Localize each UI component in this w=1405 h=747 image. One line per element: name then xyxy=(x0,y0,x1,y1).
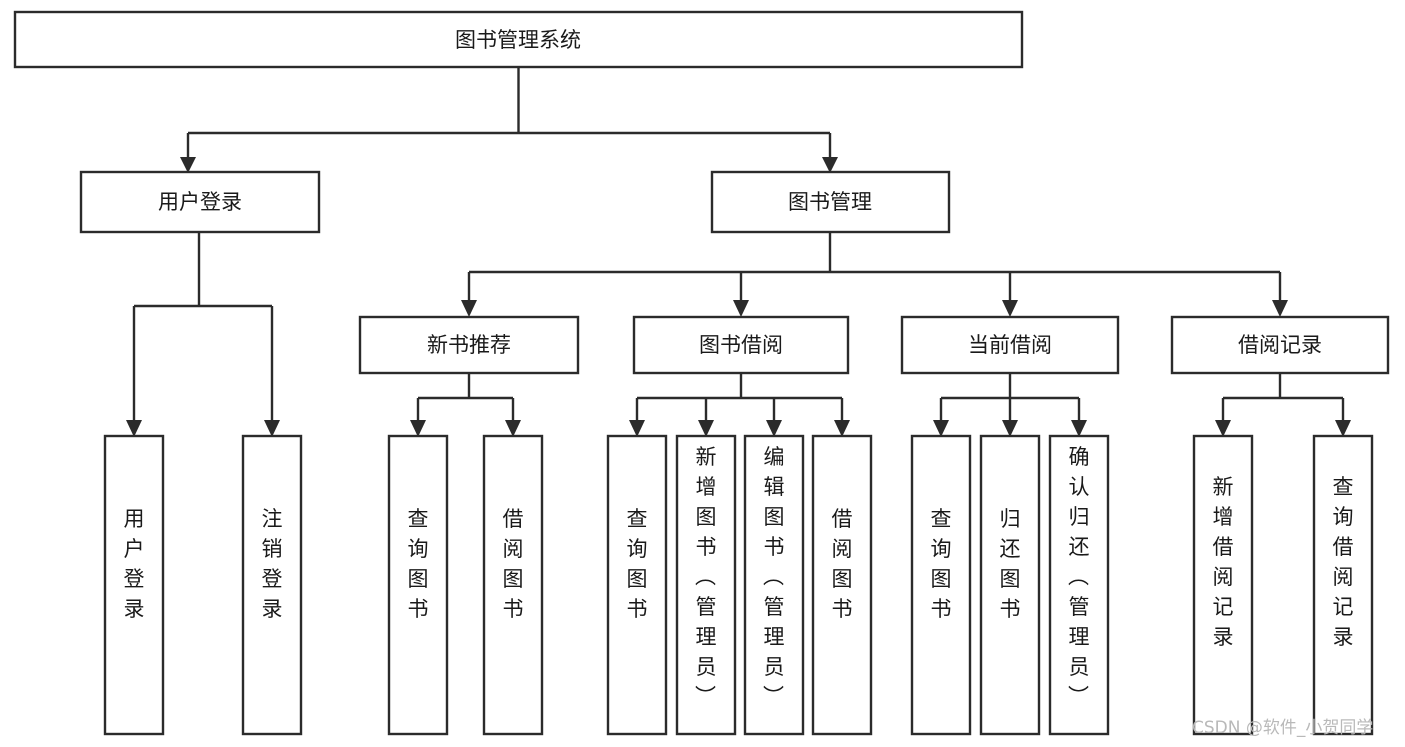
leaf-query-book-1-label: 查询图书 xyxy=(408,507,429,621)
leaf-confirm-return[interactable]: 确认归还（管理员） xyxy=(1048,434,1110,736)
node-book-borrow-box[interactable] xyxy=(632,315,850,375)
node-book-manage[interactable]: 图书管理 xyxy=(710,170,951,234)
leaf-add-record-label: 新增借阅记录 xyxy=(1213,475,1234,649)
leaf-user-login-box[interactable] xyxy=(103,434,165,736)
node-borrow-record[interactable]: 借阅记录 xyxy=(1170,315,1390,375)
node-new-book-recommend-label: 新书推荐 xyxy=(427,333,511,357)
node-new-book-recommend-box[interactable] xyxy=(358,315,580,375)
node-user-login[interactable]: 用户登录 xyxy=(79,170,321,234)
leaf-logout-login-box[interactable] xyxy=(241,434,303,736)
leaf-borrow-book-1[interactable]: 借阅图书 xyxy=(482,434,544,736)
connector-bookborrow-to-leaves xyxy=(629,373,850,437)
leaf-edit-book-label: 编辑图书（管理员） xyxy=(763,445,785,709)
leaf-query-record-box[interactable] xyxy=(1312,434,1374,736)
node-root-label: 图书管理系统 xyxy=(455,28,581,52)
leaf-return-book[interactable]: 归还图书 xyxy=(979,434,1041,736)
leaf-add-book-label: 新增图书（管理员） xyxy=(695,445,717,709)
leaf-add-book-box[interactable] xyxy=(675,434,737,736)
leaf-query-book-2-box[interactable] xyxy=(606,434,668,736)
leaf-query-book-3[interactable]: 查询图书 xyxy=(910,434,972,736)
node-user-login-box[interactable] xyxy=(79,170,321,234)
node-borrow-record-box[interactable] xyxy=(1170,315,1390,375)
leaf-user-login[interactable]: 用户登录 xyxy=(103,434,165,736)
leaf-logout-login[interactable]: 注销登录 xyxy=(241,434,303,736)
leaf-query-book-1[interactable]: 查询图书 xyxy=(387,434,449,736)
leaf-edit-book-box[interactable] xyxy=(743,434,805,736)
node-book-borrow[interactable]: 图书借阅 xyxy=(632,315,850,375)
leaf-add-record-box[interactable] xyxy=(1192,434,1254,736)
node-current-borrow-box[interactable] xyxy=(900,315,1120,375)
leaf-query-record[interactable]: 查询借阅记录 xyxy=(1312,434,1374,736)
node-book-manage-label: 图书管理 xyxy=(788,190,872,214)
leaf-borrow-book-2[interactable]: 借阅图书 xyxy=(811,434,873,736)
leaf-query-book-1-box[interactable] xyxy=(387,434,449,736)
leaf-return-book-box[interactable] xyxy=(979,434,1041,736)
connector-borrowrecord-to-leaves xyxy=(1215,373,1351,437)
node-root-box[interactable] xyxy=(13,10,1024,69)
node-book-borrow-label: 图书借阅 xyxy=(699,333,783,357)
leaf-add-record[interactable]: 新增借阅记录 xyxy=(1192,434,1254,736)
leaf-confirm-return-label: 确认归还（管理员） xyxy=(1068,445,1090,709)
leaf-query-book-2-label: 查询图书 xyxy=(627,507,648,621)
node-current-borrow-label: 当前借阅 xyxy=(968,333,1052,357)
leaf-query-book-3-box[interactable] xyxy=(910,434,972,736)
leaf-user-login-label: 用户登录 xyxy=(124,507,145,621)
leaf-edit-book[interactable]: 编辑图书（管理员） xyxy=(743,434,805,736)
connector-newbook-to-leaves xyxy=(410,373,521,437)
leaf-borrow-book-2-box[interactable] xyxy=(811,434,873,736)
leaf-query-book-2[interactable]: 查询图书 xyxy=(606,434,668,736)
leaf-query-book-3-label: 查询图书 xyxy=(931,507,952,621)
leaf-confirm-return-box[interactable] xyxy=(1048,434,1110,736)
connector-bookmanage-to-level3 xyxy=(461,232,1288,317)
leaf-borrow-book-1-label: 借阅图书 xyxy=(503,507,524,621)
node-borrow-record-label: 借阅记录 xyxy=(1238,333,1322,357)
node-user-login-label: 用户登录 xyxy=(158,190,242,214)
watermark-label: CSDN @软件_小贺同学 xyxy=(1192,718,1373,738)
connector-currentborrow-to-leaves xyxy=(933,373,1087,437)
node-root[interactable]: 图书管理系统 xyxy=(13,10,1024,69)
leaf-return-book-label: 归还图书 xyxy=(1000,507,1021,621)
leaf-add-book[interactable]: 新增图书（管理员） xyxy=(675,434,737,736)
leaf-borrow-book-1-box[interactable] xyxy=(482,434,544,736)
node-book-manage-box[interactable] xyxy=(710,170,951,234)
leaf-logout-login-label: 注销登录 xyxy=(262,507,283,621)
leaf-borrow-book-2-label: 借阅图书 xyxy=(832,507,853,621)
connector-userlogin-to-leaves xyxy=(126,232,280,437)
node-current-borrow[interactable]: 当前借阅 xyxy=(900,315,1120,375)
connector-root-to-level2 xyxy=(180,67,838,173)
leaf-query-record-label: 查询借阅记录 xyxy=(1333,475,1354,649)
node-new-book-recommend[interactable]: 新书推荐 xyxy=(358,315,580,375)
